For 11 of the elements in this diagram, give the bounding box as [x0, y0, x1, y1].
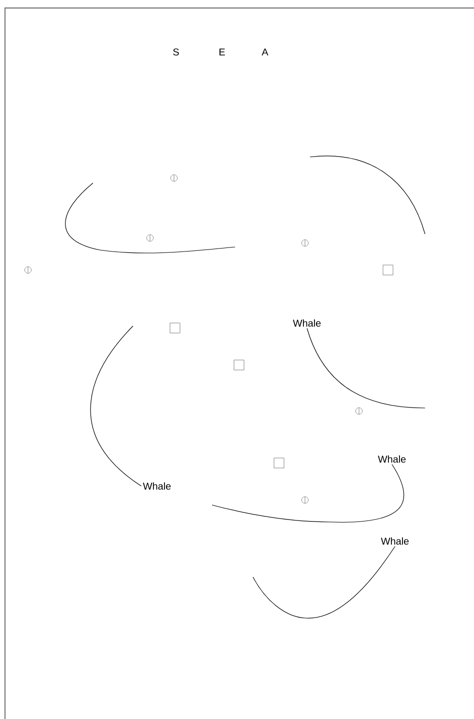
whale-track: [252, 546, 396, 618]
whale-label: Whale: [292, 319, 321, 327]
whale-label: Whale: [378, 455, 406, 463]
whale-track: [306, 328, 426, 408]
header-letter: S: [173, 48, 179, 56]
whale-label: Whale: [380, 537, 409, 545]
whale-track: [212, 464, 404, 522]
whale-label: Whale: [142, 482, 171, 490]
header-letter: E: [220, 48, 225, 56]
whale-track: [90, 326, 142, 486]
header-letter: A: [262, 48, 268, 56]
